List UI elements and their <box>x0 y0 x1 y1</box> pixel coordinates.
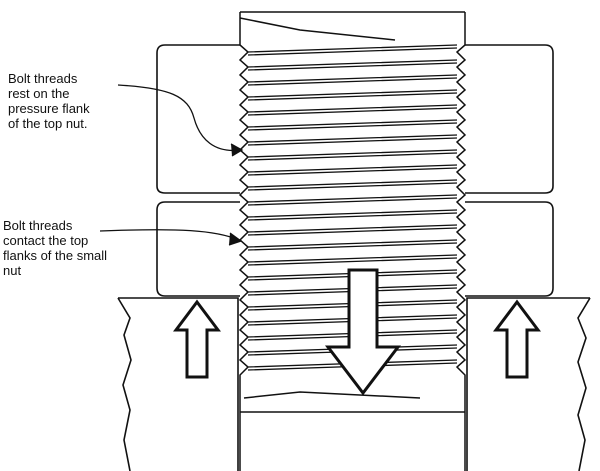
callout-small-nut: Bolt threads contact the top flanks of t… <box>3 218 107 278</box>
top-nut <box>156 44 554 194</box>
callout-bottom-line-2: contact the top <box>3 233 89 248</box>
support-force-up-arrow-left <box>173 299 221 379</box>
callout-top-line-3: pressure flank <box>8 101 90 116</box>
leader-bottom <box>99 229 240 241</box>
leader-bottom-arrowhead <box>228 232 243 246</box>
bolt-thread-runout <box>243 391 421 399</box>
base-plate-right <box>466 297 591 471</box>
base-plate-left <box>117 297 239 471</box>
leader-top <box>117 84 241 152</box>
leader-lines <box>99 84 244 246</box>
small-nut <box>156 201 554 297</box>
support-force-up-arrow-right <box>493 299 541 379</box>
bolt <box>238 11 467 471</box>
callout-top-nut: Bolt threads rest on the pressure flank … <box>8 71 90 131</box>
bolt-right-profile <box>455 12 467 471</box>
bolt-left-profile <box>238 12 250 471</box>
leader-top-arrowhead <box>230 143 244 157</box>
bolt-thread-start <box>239 17 396 41</box>
callout-bottom-line-1: Bolt threads <box>3 218 73 233</box>
callout-top-line-2: rest on the <box>8 86 70 101</box>
callout-top-line-1: Bolt threads <box>8 71 78 86</box>
bolt-force-down-arrow <box>324 268 402 396</box>
callout-bottom-line-3: flanks of the small <box>3 248 108 263</box>
callout-top-line-4: of the top nut. <box>8 116 88 131</box>
callout-bottom-line-4: nut <box>3 263 22 278</box>
